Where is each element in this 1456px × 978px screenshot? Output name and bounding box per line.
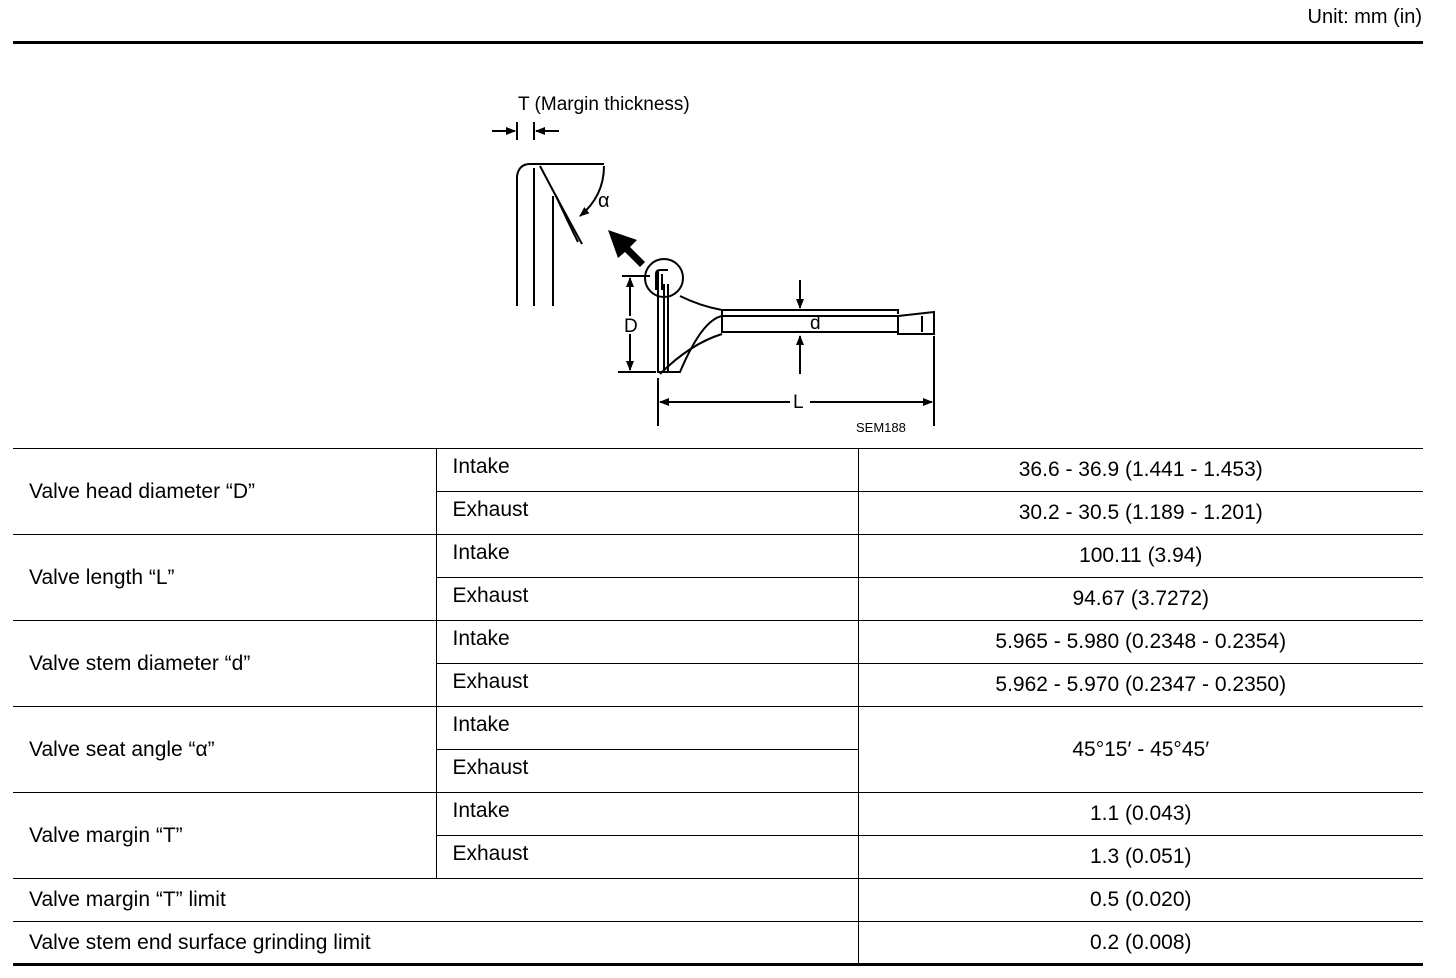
table-row: Valve stem diameter “d” Intake 5.965 - 5… [13,620,1423,707]
exhaust-label: Exhaust [436,491,859,535]
intake-value: 36.6 - 36.9 (1.441 - 1.453) [857,448,1423,492]
d-label: d [810,313,821,334]
row-value: 0.5 (0.020) [857,878,1423,922]
intake-label: Intake [435,792,859,836]
valve-spec-table: Valve head diameter “D” Intake 36.6 - 36… [13,448,1423,966]
row-label: Valve head diameter “D” [13,448,437,535]
L-label: L [793,392,804,413]
exhaust-value: 5.962 - 5.970 (0.2347 - 0.2350) [857,663,1423,707]
valve-fillet [659,333,723,375]
row-label: Valve margin “T” limit [13,878,859,922]
row-label: Valve stem end surface grinding limit [13,921,859,966]
table-row: Exhaust 5.962 - 5.970 (0.2347 - 0.2350) [13,663,1423,707]
table-row: Exhaust 1.3 (0.051) [13,835,1423,879]
row-value: 0.2 (0.008) [857,921,1423,966]
exhaust-label: Exhaust [436,749,858,793]
exhaust-value: 30.2 - 30.5 (1.189 - 1.201) [857,491,1423,535]
intake-value: 5.965 - 5.980 (0.2348 - 0.2354) [857,620,1423,664]
valve-diagram: T (Margin thickness) α D d L SEM188 [0,44,1456,448]
row-label: Valve stem diameter “d” [13,620,437,707]
intake-label: Intake [435,706,859,750]
exhaust-label: Exhaust [436,663,859,707]
D-label: D [624,316,638,337]
intake-label: Intake [435,620,859,664]
table-row: Valve head diameter “D” Intake 36.6 - 36… [13,448,1423,535]
detail-face-line-2 [555,195,579,243]
intake-value: 100.11 (3.94) [857,534,1423,578]
unit-label: Unit: mm (in) [1307,6,1422,28]
row-label: Valve margin “T” [13,792,437,879]
table-row: Exhaust 30.2 - 30.5 (1.189 - 1.201) [13,491,1423,535]
intake-value: 1.1 (0.043) [857,792,1423,836]
angle-arc [579,165,605,217]
top-rule [13,41,1423,44]
table-row: Valve seat angle “α” Intake 45°15′ - 45°… [13,706,1423,793]
detail-outer-edge [516,163,538,306]
figure-code: SEM188 [856,420,906,435]
row-label: Valve length “L” [13,534,437,621]
valve-outline [657,270,935,373]
exhaust-value: 94.67 (3.7272) [857,577,1423,621]
intake-label: Intake [435,448,859,492]
margin-thickness-label: T (Margin thickness) [518,94,690,115]
pointer-arrow-icon [608,230,645,267]
table-row: Valve margin “T” Intake 1.1 (0.043) [13,792,1423,879]
valve-diagram-svg: T (Margin thickness) α D d L SEM188 [492,94,935,435]
seat-angle-value: 45°15′ - 45°45′ [857,706,1423,793]
row-label: Valve seat angle “α” [13,706,437,793]
alpha-label: α [598,190,610,212]
exhaust-label: Exhaust [436,577,859,621]
table-row: Valve length “L” Intake 100.11 (3.94) [13,534,1423,621]
table-row: Valve margin “T” limit 0.5 (0.020) [13,878,1423,922]
exhaust-value: 1.3 (0.051) [857,835,1423,879]
table-row: Valve stem end surface grinding limit 0.… [13,921,1423,966]
exhaust-label: Exhaust [436,835,859,879]
intake-label: Intake [435,534,859,578]
